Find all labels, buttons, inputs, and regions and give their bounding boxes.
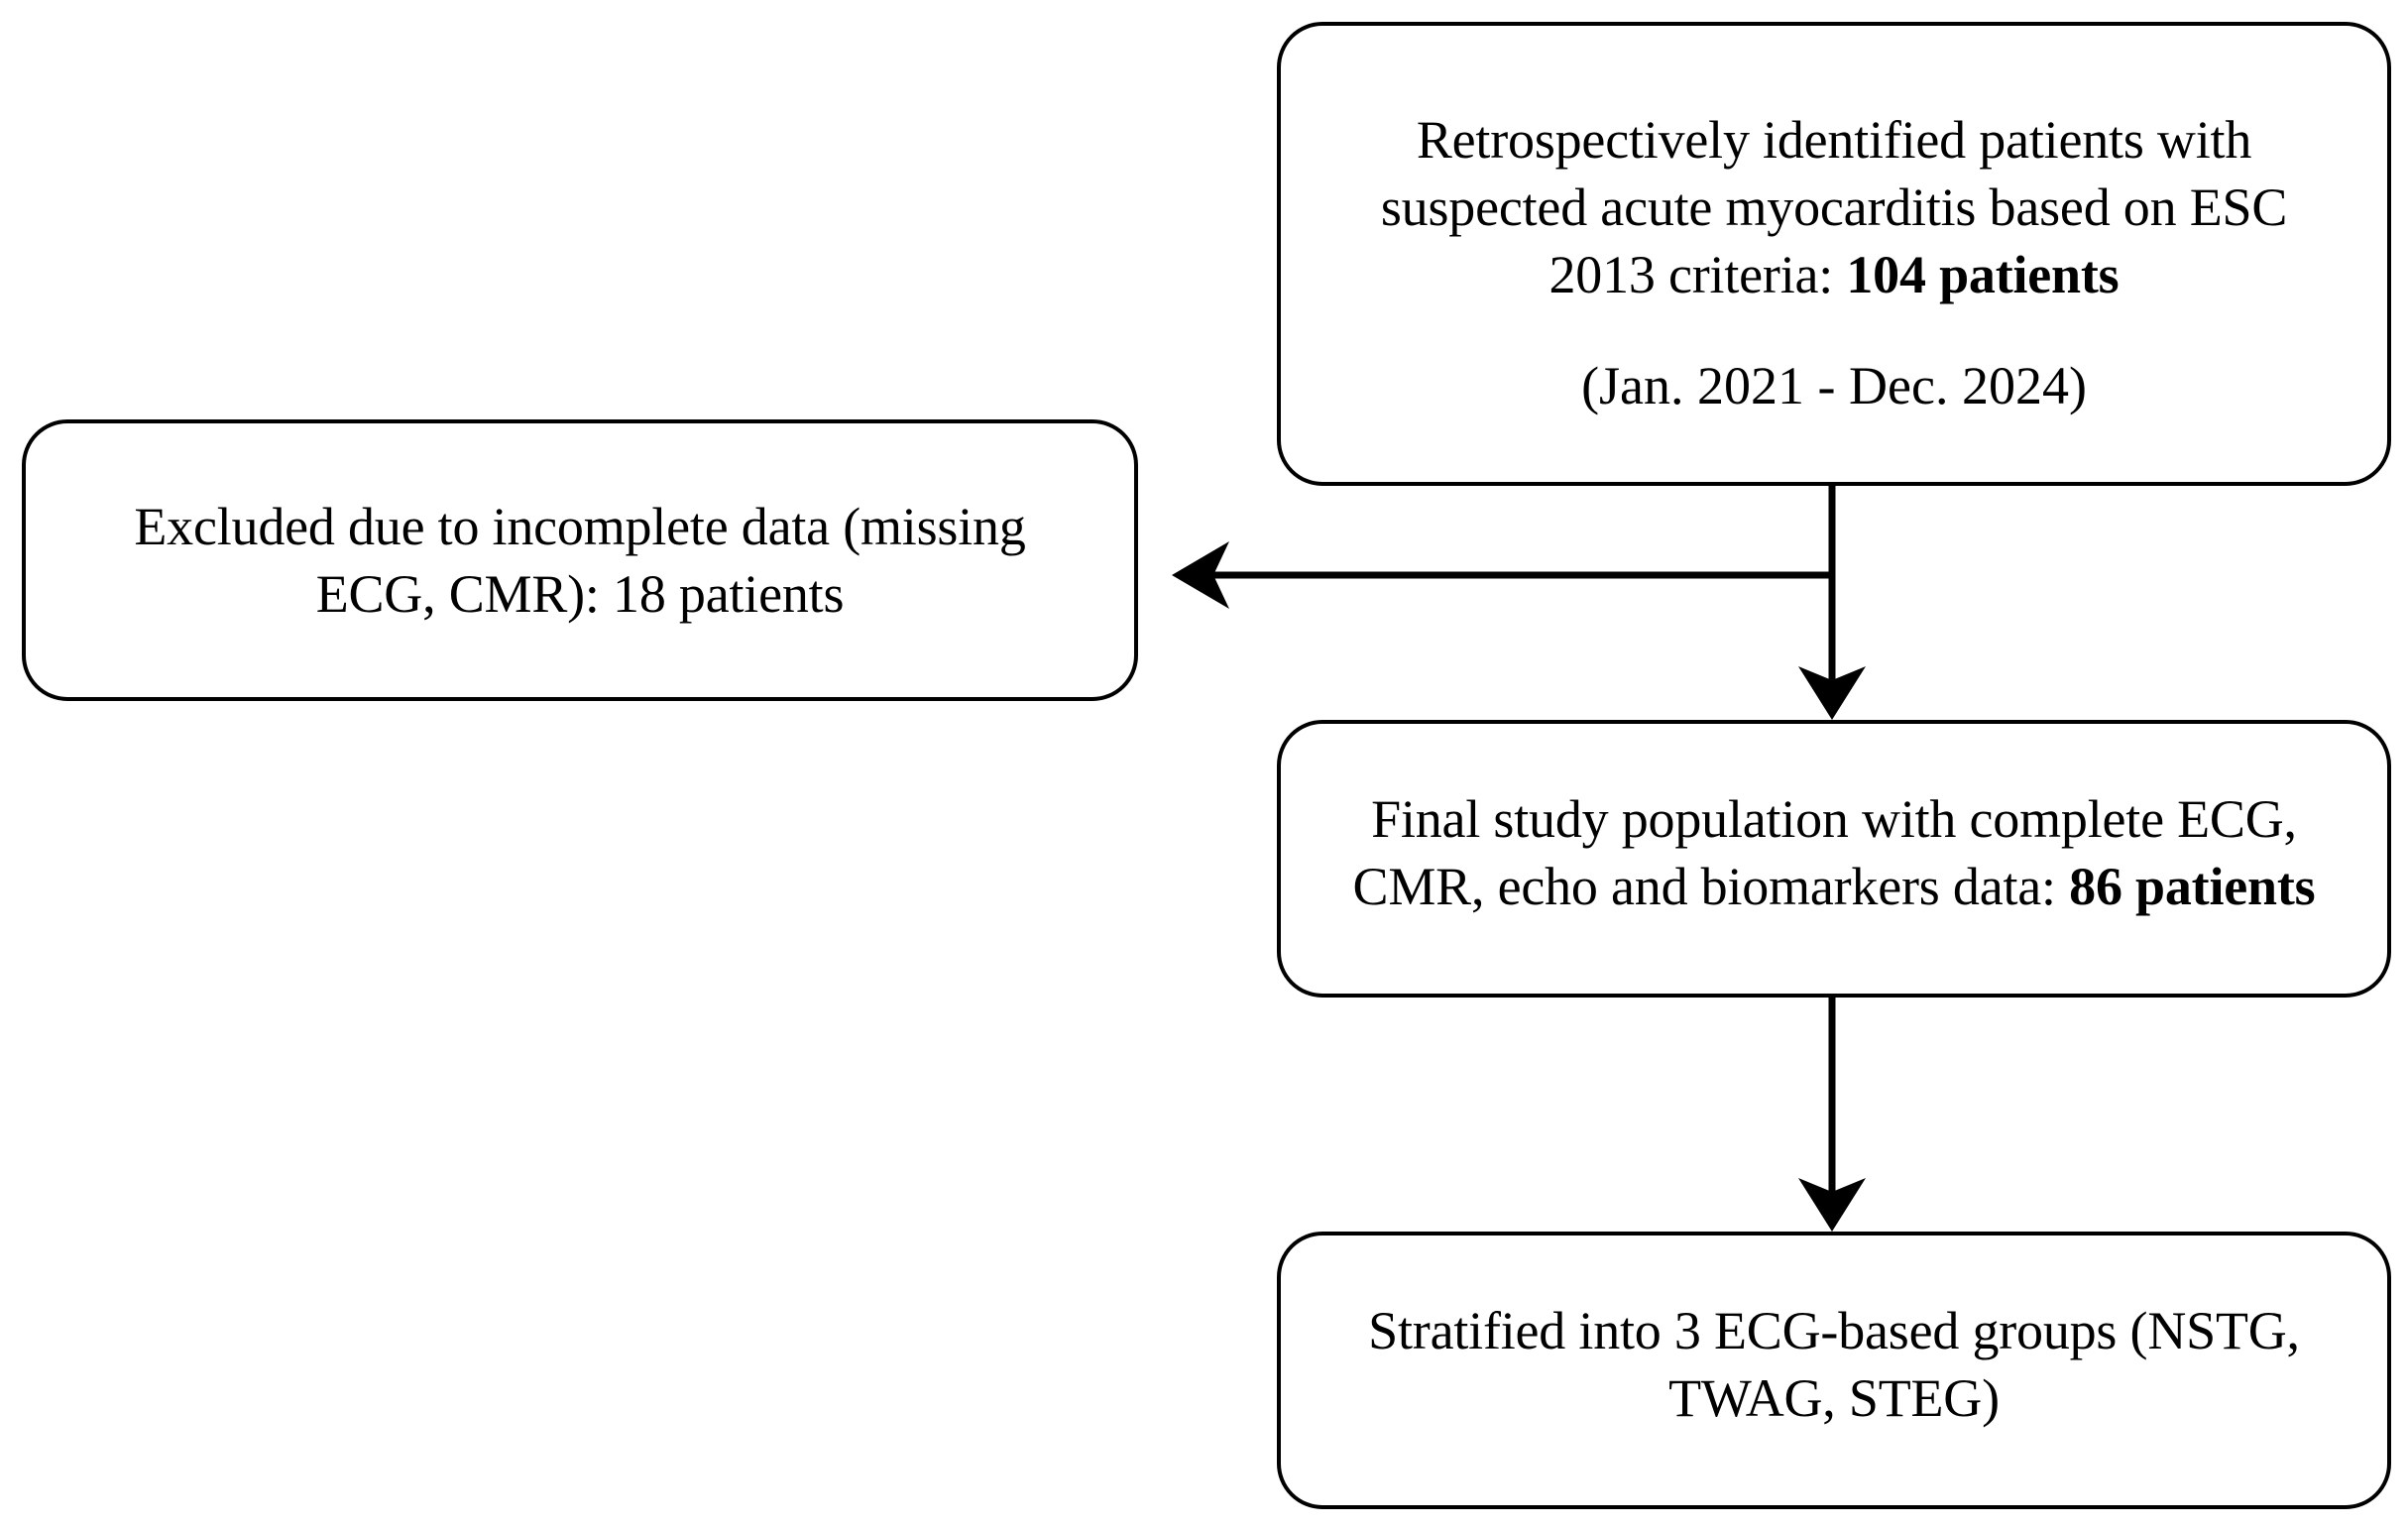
final-count: 86 patients: [2069, 857, 2316, 916]
screened-count: 104 patients: [1846, 245, 2120, 304]
final-line-2-prefix: CMR, echo and biomarkers data:: [1352, 857, 2070, 916]
screened-to-excluded-arrow: [1172, 541, 1832, 609]
screened-to-final-arrow: [1798, 486, 1866, 720]
screened-line-2: suspected acute myocarditis based on ESC: [1380, 177, 2288, 237]
stratified-groups-box: Stratified into 3 ECG-based groups (NSTG…: [1277, 1232, 2391, 1509]
stratified-line-2: TWAG, STEG): [1668, 1368, 2000, 1428]
final-line-1: Final study population with complete ECG…: [1371, 788, 2297, 849]
excluded-text: Excluded due to incomplete data (missing…: [134, 493, 1025, 628]
screened-cohort-box: Retrospectively identified patients with…: [1277, 22, 2391, 486]
screened-line-3-prefix: 2013 criteria:: [1548, 245, 1847, 304]
excluded-line-2: ECG, CMR): 18 patients: [315, 564, 845, 624]
screened-line-1: Retrospectively identified patients with: [1416, 109, 2252, 170]
final-population-text: Final study population with complete ECG…: [1353, 785, 2316, 920]
screened-cohort-text: Retrospectively identified patients with…: [1381, 106, 2287, 308]
final-population-box: Final study population with complete ECG…: [1277, 720, 2391, 998]
excluded-box: Excluded due to incomplete data (missing…: [22, 419, 1138, 701]
final-to-stratified-arrow: [1798, 998, 1866, 1232]
stratified-groups-text: Stratified into 3 ECG-based groups (NSTG…: [1368, 1297, 2300, 1432]
excluded-line-1: Excluded due to incomplete data (missing: [134, 496, 1026, 556]
screened-date-range: (Jan. 2021 - Dec. 2024): [1581, 356, 2087, 416]
stratified-line-1: Stratified into 3 ECG-based groups (NSTG…: [1368, 1300, 2300, 1360]
